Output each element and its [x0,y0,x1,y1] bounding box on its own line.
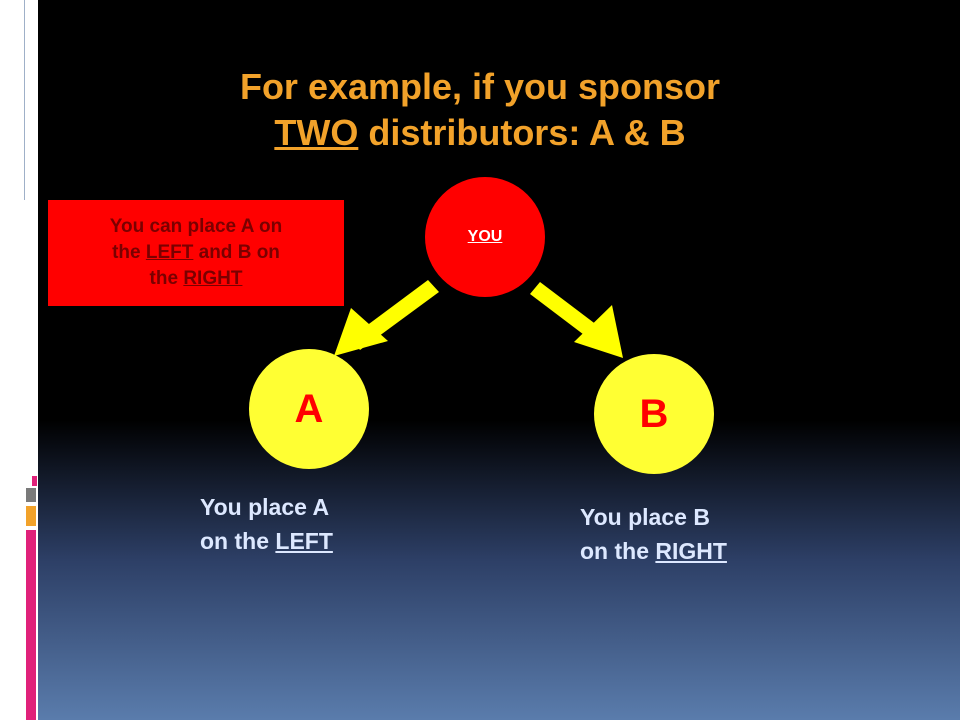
decor-gray-bar [26,488,36,502]
arrow-to-a-head [334,308,388,356]
callout-line-1: You can place A on [109,216,283,237]
caption-a-line-2-pre: on the [200,528,276,554]
title-line-1: For example, if you sponsor [239,66,721,107]
left-decor-strip [0,0,38,720]
decor-orange-bar [26,506,36,526]
callout-left-word: LEFT [145,242,194,263]
caption-a: You place A on the LEFT [200,490,333,558]
title-line-2: TWO distributors: A & B [90,110,870,156]
callout-right-word: RIGHT [183,268,243,289]
title-line-2-rest: distributors: A & B [358,112,686,153]
decor-pink-long-bar [26,530,36,720]
callout-line-2: the LEFT and B on [58,240,334,266]
caption-b-right-word: RIGHT [655,538,727,564]
callout-line-3-pre: the [149,268,184,289]
callout-line-2-pre: the [112,242,146,263]
caption-b-line-2-pre: on the [580,538,656,564]
node-b: B [594,354,714,474]
arrow-to-b-head [574,305,623,358]
callout-line-2-post: and B on [193,242,280,263]
decor-bar-top [0,0,10,300]
placement-callout: You can place A on the LEFT and B on the… [48,200,344,306]
decor-pink-bar [32,476,37,486]
caption-a-line-2: on the LEFT [200,524,333,558]
caption-a-left-word: LEFT [275,528,333,554]
slide-title: For example, if you sponsor TWO distribu… [90,64,870,156]
node-a: A [249,349,369,469]
node-you: YOU [425,177,545,297]
caption-b-line-2: on the RIGHT [580,534,727,568]
caption-b: You place B on the RIGHT [580,500,727,568]
callout-line-3: the RIGHT [58,266,334,292]
title-underlined-word: TWO [274,112,359,153]
caption-b-line-1: You place B [580,504,710,530]
caption-a-line-1: You place A [200,494,330,520]
decor-thin-lines [0,0,25,200]
